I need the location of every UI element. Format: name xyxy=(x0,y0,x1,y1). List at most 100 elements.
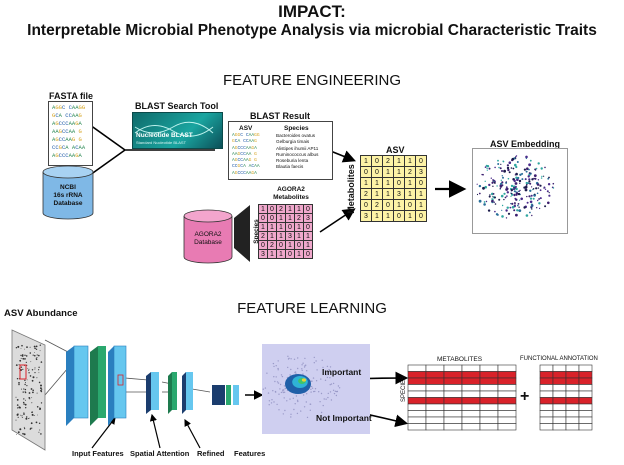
embedding-point xyxy=(516,209,519,212)
agora-wedge xyxy=(234,205,250,262)
embedding-point xyxy=(535,187,538,190)
output-cell xyxy=(407,423,427,431)
abundance-point xyxy=(26,346,28,348)
attention-point xyxy=(315,360,317,362)
label-not-important: Not Important xyxy=(316,413,372,423)
attention-point xyxy=(310,388,312,390)
output-cell xyxy=(443,397,463,405)
embedding-point xyxy=(492,193,495,195)
output-cell xyxy=(443,384,463,392)
output-cell xyxy=(407,403,427,411)
output-cell xyxy=(497,364,517,372)
embedding-point xyxy=(547,201,550,205)
abundance-point xyxy=(24,348,25,350)
output-cell xyxy=(539,371,554,379)
embedding-point xyxy=(523,186,526,189)
embedding-point xyxy=(514,174,517,176)
output-cell xyxy=(407,390,427,398)
output-cell xyxy=(552,371,567,379)
embedding-point xyxy=(518,209,522,212)
output-cell xyxy=(539,416,554,424)
embedding-point xyxy=(484,180,486,182)
abundance-point xyxy=(40,384,42,387)
asv-matrix-label: ASV xyxy=(386,145,405,155)
embedding-point xyxy=(538,202,541,205)
output-cell xyxy=(407,371,427,379)
attention-point xyxy=(302,362,304,364)
abundance-point xyxy=(25,407,27,409)
embedding-point xyxy=(494,203,497,205)
embedding-point xyxy=(537,187,540,189)
abundance-point xyxy=(29,346,31,348)
ncbi-line-1: NCBI xyxy=(60,184,76,191)
output-cell xyxy=(425,390,445,398)
output-cell xyxy=(552,416,567,424)
embedding-point xyxy=(548,194,551,197)
abundance-point xyxy=(28,368,30,370)
embedding-point xyxy=(525,155,528,159)
fasta-sequence: AGCCCAAGA xyxy=(52,152,82,159)
abundance-point xyxy=(23,388,25,390)
embedding-point xyxy=(515,176,518,179)
blast-row-species: Ruminococcus albus xyxy=(276,151,319,157)
embedding-point xyxy=(531,186,533,188)
embedding-point xyxy=(543,186,546,189)
embedding-point xyxy=(506,187,509,191)
attention-point xyxy=(277,360,279,362)
matrix-cell: 1 xyxy=(415,199,427,211)
attention-point xyxy=(333,392,336,395)
output-cell xyxy=(443,390,463,398)
output-cell xyxy=(578,403,593,411)
embedding-point xyxy=(503,169,506,173)
output-cell xyxy=(425,397,445,405)
abundance-point xyxy=(32,391,34,394)
cnn-layer-4 xyxy=(151,372,159,410)
attention-point xyxy=(277,382,280,384)
output-cell xyxy=(578,416,593,424)
embedding-point xyxy=(532,188,535,190)
matrix-cell: 3 xyxy=(360,210,372,222)
embedding-point xyxy=(548,176,550,179)
embedding-point xyxy=(505,186,508,189)
main-title: IMPACT: xyxy=(278,2,346,21)
abundance-point xyxy=(29,352,32,354)
embedding-point xyxy=(529,211,531,214)
output-cell xyxy=(425,377,445,385)
embedding-point xyxy=(494,210,496,213)
output-cell xyxy=(497,377,517,385)
cnn-layer-6 xyxy=(186,372,193,410)
output-cell xyxy=(461,390,481,398)
blast-tool-panel[interactable]: Nucleotide BLAST Standard Nucleotide BLA… xyxy=(132,112,223,149)
attention-point xyxy=(324,379,327,381)
embedding-point xyxy=(525,188,527,190)
attention-point xyxy=(296,412,299,415)
output-cell xyxy=(479,371,499,379)
abundance-point xyxy=(26,379,28,381)
attention-point xyxy=(287,366,289,369)
output-cell xyxy=(552,390,567,398)
embedding-point xyxy=(502,176,504,179)
attention-point xyxy=(273,376,275,378)
agora-matrix-label-2: Metabolites xyxy=(273,194,309,201)
abundance-point xyxy=(40,402,43,404)
output-cell xyxy=(461,410,481,418)
attention-point xyxy=(321,359,323,361)
output-cell xyxy=(497,397,517,405)
attention-point xyxy=(316,369,318,371)
attention-point xyxy=(277,369,279,371)
abundance-point xyxy=(28,372,30,374)
abundance-point xyxy=(34,372,36,374)
attention-point xyxy=(290,368,292,371)
embedding-point xyxy=(513,209,516,212)
abundance-point xyxy=(22,401,25,404)
embedding-point xyxy=(529,159,532,162)
abundance-point xyxy=(32,376,35,379)
embedding-point xyxy=(539,197,542,200)
output-cell xyxy=(407,377,427,385)
abundance-point xyxy=(17,407,19,409)
output-cell xyxy=(552,397,567,405)
abundance-point xyxy=(25,382,26,384)
